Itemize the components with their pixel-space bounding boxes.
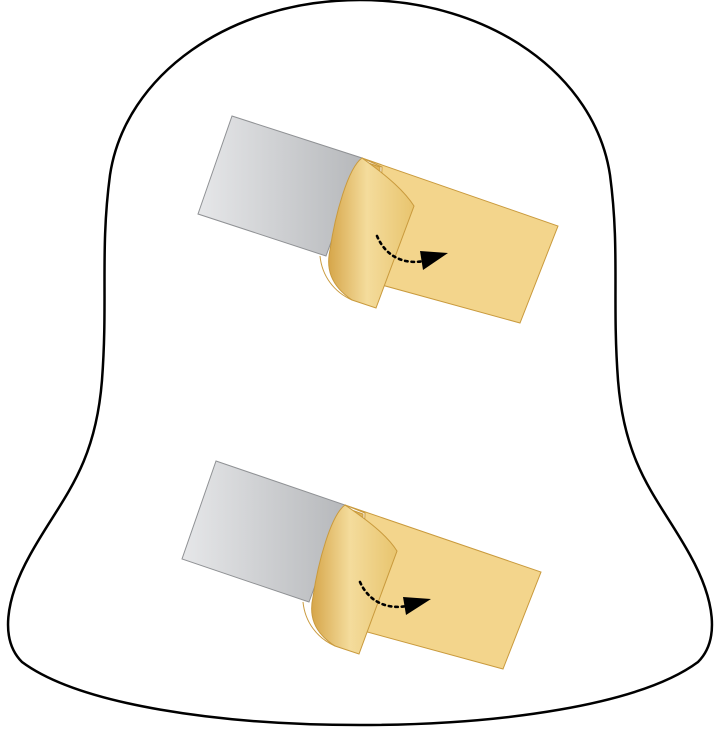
tape-peel-diagram xyxy=(0,0,720,731)
diagram-canvas xyxy=(0,0,720,731)
